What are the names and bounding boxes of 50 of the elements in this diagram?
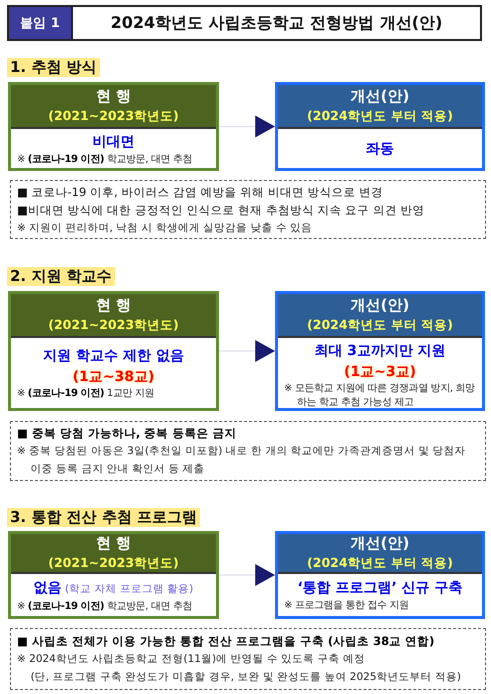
improved-method-box bbox=[275, 82, 485, 171]
current-method-box bbox=[8, 82, 219, 171]
header-title: 개선(안) bbox=[350, 296, 410, 315]
arrow bbox=[218, 340, 276, 362]
title: 2024학년도 사립초등학교 전형방법 개선(안) bbox=[110, 12, 444, 34]
arrow bbox=[218, 116, 276, 138]
current-method-box bbox=[8, 531, 219, 619]
section-heading: 1. 추첨 방식 bbox=[7, 58, 100, 77]
box-text: (1교~3교) bbox=[342, 363, 417, 382]
note-text: ※ 2024학년도 사립초등학교 전형(11월)에 반영될 수 있도록 구축 예정 bbox=[17, 652, 366, 667]
note-text: ■ 코로나-19 이후, 바이러스 감염 예방을 위해 비대면 방식으로 변경 bbox=[17, 184, 384, 200]
header-period: (2024학년도 부터 적용) bbox=[307, 554, 453, 572]
note-text: ■비대면 방식에 대한 긍정적인 인식으로 현재 추첨방식 지속 요구 의견 반영 bbox=[17, 202, 426, 218]
section-heading: 2. 지원 학교수 bbox=[7, 267, 115, 286]
header-period: (2024학년도 부터 적용) bbox=[307, 316, 453, 334]
box-text: 비대면 bbox=[92, 133, 136, 152]
note-text: ※ 프로그램을 통한 접수 지원 bbox=[284, 599, 410, 613]
header-period: (2021~2023학년도) bbox=[48, 316, 179, 334]
header-title: 개선(안) bbox=[350, 87, 410, 106]
improved-method-box bbox=[275, 291, 485, 411]
note-box bbox=[10, 180, 486, 239]
attachment-tag: 붙임 1 bbox=[9, 7, 73, 39]
box-text: 최대 3교까지만 지원 bbox=[313, 342, 447, 361]
box-text: 없음 (학교 자체 프로그램 활용) bbox=[32, 578, 194, 598]
note-box bbox=[10, 421, 486, 481]
note-box bbox=[10, 628, 486, 690]
improved-method-box bbox=[275, 531, 485, 619]
note-text: ※ 지원이 편리하며, 낙첨 시 학생에게 실망감을 낮출 수 있음 bbox=[17, 220, 314, 236]
header-period: (2024학년도 부터 적용) bbox=[307, 107, 453, 125]
note-text: ※ (코로나-19 이전) 학교방문, 대면 추첨 bbox=[17, 600, 193, 614]
section-heading: 3. 통합 전산 추첨 프로그램 bbox=[7, 508, 200, 527]
note-text: ■ 중복 당첨 가능하나, 중복 등록은 금지 bbox=[17, 425, 238, 442]
header-title: 현 행 bbox=[96, 534, 132, 553]
arrow bbox=[218, 564, 276, 586]
current-method-box bbox=[8, 291, 219, 411]
note-text: ※ (코로나-19 이전) 학교방문, 대면 추첨 bbox=[17, 153, 193, 167]
header-title: 현 행 bbox=[96, 87, 132, 106]
note-text: ※ 모든학교 지원에 따른 경쟁과열 방지, 희망하는 학교 추첨 가능성 제고 bbox=[284, 382, 476, 410]
box-text: ‘통합 프로그램’ 신규 구축 bbox=[296, 579, 464, 598]
note-text: (단, 프로그램 구축 완성도가 미흡할 경우, 보완 및 완성도를 높여 2025학년도부터 적용) bbox=[30, 670, 462, 685]
box-text: (1교~38교) bbox=[72, 368, 156, 387]
box-text: 좌동 bbox=[365, 140, 395, 158]
header-period: (2021~2023학년도) bbox=[48, 554, 179, 572]
note-text: ※ 중복 당첨된 아동은 3일(추천일 미포함) 내로 한 개의 학교에만 가족관계증명서 및 당첨자 이중 등록 금지 안내 확인서 등 제출 bbox=[17, 444, 467, 477]
note-text: ■ 사립초 전체가 이용 가능한 통합 전산 프로그램을 구축 (사립초 38교 연합) bbox=[17, 633, 436, 650]
note-text: ※ (코로나-19 이전) 1교만 지원 bbox=[17, 387, 155, 401]
header-title: 현 행 bbox=[96, 296, 132, 315]
header-period: (2021~2023학년도) bbox=[48, 107, 179, 125]
box-text: 지원 학교수 제한 없음 bbox=[42, 347, 185, 366]
header-title: 개선(안) bbox=[350, 534, 410, 553]
